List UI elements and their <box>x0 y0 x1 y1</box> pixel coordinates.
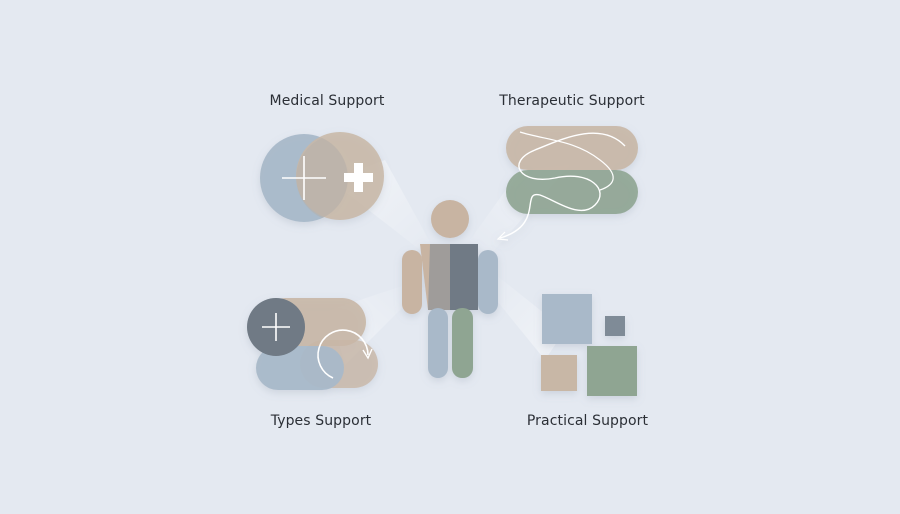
person-figure <box>402 200 498 378</box>
square-green <box>587 346 637 396</box>
types-support-label: Types Support <box>270 413 372 429</box>
plus-icon <box>282 156 326 200</box>
therapeutic-pill-green <box>506 170 638 214</box>
types-pill-blue <box>256 346 344 390</box>
person-torso-right <box>450 244 478 310</box>
square-slate-small <box>605 316 625 336</box>
person-head <box>431 200 469 238</box>
square-tan <box>541 355 577 391</box>
person-leg-right <box>452 308 473 378</box>
plus-icon <box>262 313 290 341</box>
person-torso-shade <box>428 244 450 310</box>
person-arm-left <box>402 250 422 314</box>
medical-support-label: Medical Support <box>269 93 385 109</box>
square-blue-large <box>542 294 592 344</box>
therapeutic-pill-tan <box>506 126 638 170</box>
plus-icon-bold <box>344 163 373 192</box>
types-group <box>247 298 378 390</box>
therapeutic-group <box>496 126 638 241</box>
wavy-line-icon-2 <box>519 131 614 191</box>
person-arm-right <box>478 250 498 314</box>
wavy-line-icon <box>499 132 626 239</box>
practical-group <box>541 294 637 396</box>
therapeutic-support-label: Therapeutic Support <box>499 93 645 109</box>
wavy-arrow-head <box>496 231 509 241</box>
practical-support-label: Practical Support <box>526 413 649 429</box>
circular-arrow-head <box>362 348 373 360</box>
circular-arrow-icon <box>317 329 369 379</box>
person-leg-left <box>428 308 448 378</box>
medical-group <box>260 132 384 222</box>
